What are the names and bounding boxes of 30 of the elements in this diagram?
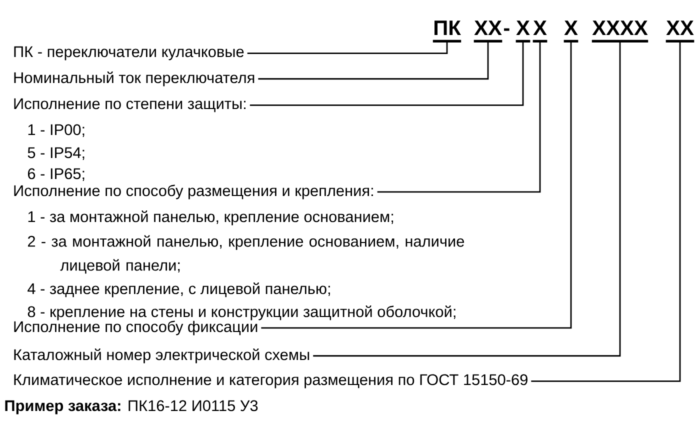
leader-line [531,42,681,382]
code-hyphen: - [504,28,510,31]
leader-line [313,42,621,357]
option-text: 6 - IP65; [28,168,84,181]
description-text: Климатическое исполнение и категория размещения по ГОСТ 15150-69 [14,374,528,388]
leader-line [258,42,489,80]
option-text: 1 - IP00; [28,124,84,137]
order-example: Пример заказа: ПК16-12 И0115 У3 [5,400,258,414]
description-text: Каталожный номер электрической схемы [14,348,310,364]
option-text: 8 - крепление на стены и конструкции защитной оболочкой; [28,306,456,320]
leader-line [250,42,524,106]
code-segment: XXXX [592,20,648,42]
option-text: 1 - за монтажной панелью, крепление основанием; [28,210,394,226]
code-segment: XX [474,20,502,42]
code-segment: X [516,20,530,42]
leader-line [377,42,541,193]
code-segment: XX [666,20,694,42]
description-text: ПК - переключатели кулачковые [14,46,244,60]
option-text: 2 - за монтажной панелью, крепление основанием, наличие лицевой панели; [28,235,464,274]
leader-line [261,42,572,329]
code-segment: X [564,20,578,42]
description-text: Исполнение по степени защиты: [14,98,246,112]
description-text: Номинальный ток переключателя [14,72,254,86]
option-text: 5 - IP54; [28,147,84,160]
description-text: Исполнение по способу размещения и крепления: [14,184,373,200]
option-text: 4 - заднее крепление, с лицевой панелью; [28,282,330,298]
leader-line [247,42,448,54]
code-segment: ПК [432,20,462,42]
code-segment: X [532,20,548,42]
description-text: Исполнение по способу фиксации [14,320,258,336]
